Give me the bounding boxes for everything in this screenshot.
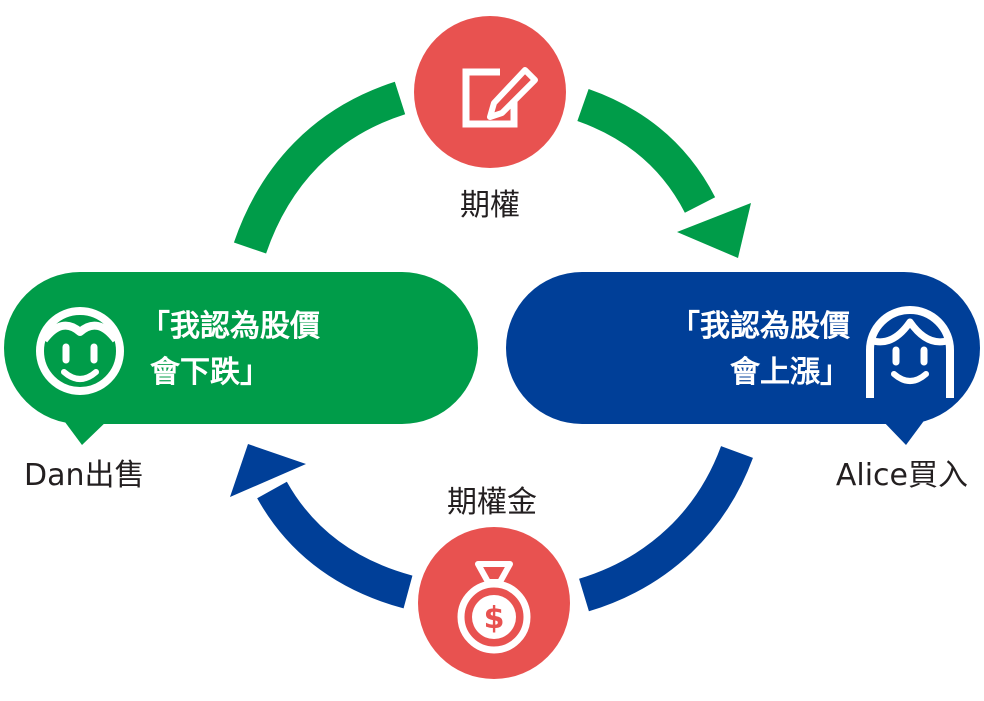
- blue-arrowhead: [230, 444, 306, 497]
- premium-label: 期權金: [447, 485, 537, 520]
- contract-icon: [462, 67, 538, 128]
- money-bag-icon: $: [457, 561, 531, 654]
- buyer-quote-line1: 「我認為股價: [670, 309, 850, 344]
- option-node: [414, 16, 566, 168]
- buyer-bubble: [506, 272, 980, 445]
- seller-quote-line1: 「我認為股價: [140, 309, 320, 344]
- green-arrowhead: [677, 203, 751, 258]
- seller-caption: Dan出售: [24, 458, 145, 493]
- green-arc-option-to-buyer: [577, 88, 716, 214]
- buyer-caption: Alice買入: [836, 458, 968, 493]
- person-long-hair-icon: [866, 306, 954, 398]
- seller-bubble: [4, 272, 478, 445]
- buyer-quote-line2: 會上漲」: [730, 355, 850, 390]
- option-label: 期權: [460, 188, 520, 223]
- seller-quote-line2: 會下跌」: [150, 355, 270, 390]
- green-arc-seller-to-option: [233, 81, 406, 254]
- person-short-hair-icon: [36, 307, 124, 395]
- svg-text:$: $: [484, 601, 505, 636]
- blue-arc-buyer-to-premium: [578, 445, 753, 612]
- blue-arc-premium-to-seller: [257, 481, 413, 609]
